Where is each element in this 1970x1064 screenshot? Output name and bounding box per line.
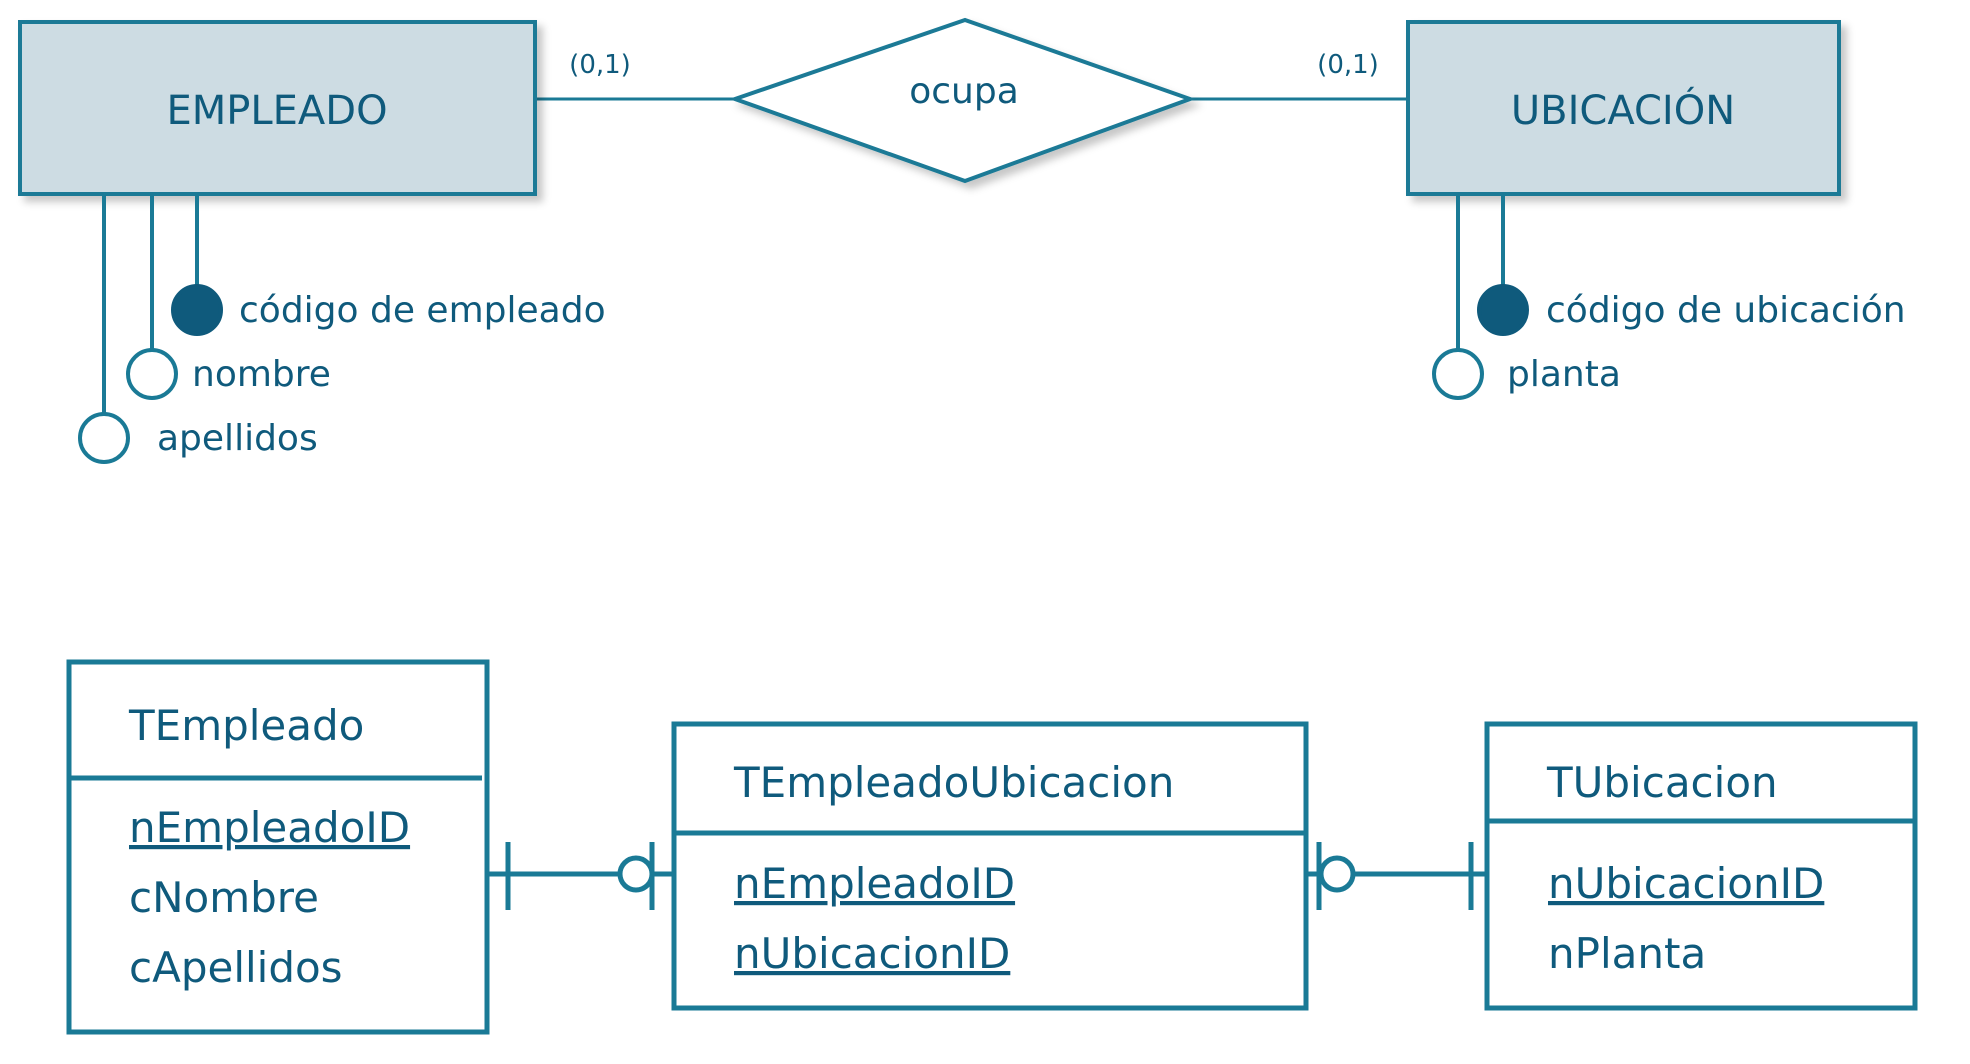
table-templeado-box — [66, 659, 490, 1035]
table-templeadoubicacion-field-pk: nUbicacionID — [734, 929, 1010, 978]
table-templeadoubicacion-title: TEmpleadoUbicacion — [733, 758, 1174, 807]
key-attribute-dot-empleado — [171, 284, 223, 336]
key-attribute-dot-ubicacion — [1477, 284, 1529, 336]
connector-zero-or-one-to-one-right — [1306, 842, 1487, 910]
table-templeado-field-pk: nEmpleadoID — [129, 803, 410, 852]
table-templeado-title: TEmpleado — [128, 701, 364, 750]
attribute-label-apellidos: apellidos — [157, 418, 318, 459]
table-tubicacion-title: TUbicacion — [1546, 758, 1778, 807]
relationship-label: ocupa — [909, 71, 1019, 112]
cardinality-left: (0,1) — [569, 50, 631, 80]
attribute-label-planta: planta — [1507, 354, 1621, 395]
table-tubicacion-field: nPlanta — [1548, 929, 1706, 978]
attribute-circle-apellidos — [78, 412, 130, 464]
table-tubicacion-field-pk: nUbicacionID — [1548, 859, 1824, 908]
entity-ubicacion-box — [1406, 20, 1841, 196]
relationship-diamond — [728, 17, 1196, 184]
attribute-circle-nombre — [126, 348, 178, 400]
attribute-label-codigo-ubicacion: código de ubicación — [1546, 290, 1906, 331]
attribute-label-nombre: nombre — [192, 354, 331, 395]
attribute-circle-planta — [1432, 348, 1484, 400]
table-templeadoubicacion-field-pk: nEmpleadoID — [734, 859, 1015, 908]
attribute-label-codigo-empleado: código de empleado — [239, 290, 606, 331]
entity-ubicacion-label: UBICACIÓN — [1511, 86, 1735, 134]
table-tubicacion-box — [1484, 721, 1918, 1011]
entity-empleado-box — [18, 20, 537, 196]
table-templeado-field: cApellidos — [129, 943, 343, 992]
entity-empleado-label: EMPLEADO — [166, 88, 387, 134]
cardinality-right: (0,1) — [1317, 50, 1379, 80]
table-templeado-field: cNombre — [129, 873, 319, 922]
table-templeadoubicacion-box — [671, 721, 1309, 1011]
connector-one-to-zero-or-one-left — [487, 842, 674, 910]
